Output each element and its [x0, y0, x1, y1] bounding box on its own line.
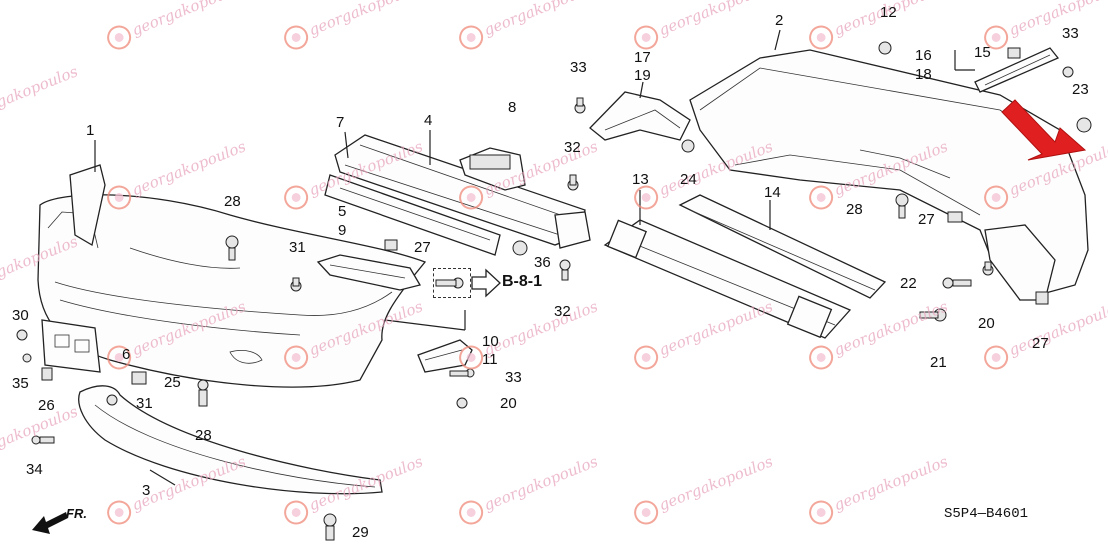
callout-31-lower: 31 [136, 395, 153, 412]
callout-18: 18 [915, 66, 932, 83]
callout-26: 26 [38, 397, 55, 414]
callout-27-front: 27 [414, 239, 431, 256]
callout-24: 24 [680, 171, 697, 188]
callout-2: 2 [775, 12, 784, 29]
reference-box [433, 268, 471, 298]
callout-16: 16 [915, 47, 932, 64]
callout-28-rear: 28 [846, 201, 863, 218]
license-bracket [41, 319, 101, 373]
callout-23: 23 [1072, 81, 1089, 98]
callout-19: 19 [634, 67, 651, 84]
callout-20-rear: 20 [978, 315, 995, 332]
callout-29: 29 [352, 524, 369, 541]
callout-33-center: 33 [570, 59, 587, 76]
callout-28-lower: 28 [195, 427, 212, 444]
callout-22: 22 [900, 275, 917, 292]
callout-13: 13 [632, 171, 649, 188]
callout-21: 21 [930, 354, 947, 371]
diagram-code: S5P4—B4601 [944, 506, 1029, 522]
callout-35: 35 [12, 375, 29, 392]
callout-15: 15 [974, 44, 991, 61]
callout-8: 8 [508, 99, 517, 116]
callout-17: 17 [634, 49, 651, 66]
rear-side-bracket [974, 47, 1060, 93]
side-spacer-10 [417, 339, 473, 373]
callout-30: 30 [12, 307, 29, 324]
callout-5: 5 [338, 203, 347, 220]
front-absorber-beam [324, 134, 591, 256]
callout-31-front: 31 [289, 239, 306, 256]
callout-34: 34 [26, 461, 43, 478]
callout-11: 11 [482, 351, 498, 368]
highlight-arrow [1001, 99, 1087, 161]
front-direction-arrow-icon [32, 512, 68, 534]
callout-27-rear: 27 [918, 211, 935, 228]
side-spacer-front [316, 254, 422, 291]
callout-12: 12 [880, 4, 897, 21]
bracket-8 [459, 147, 526, 191]
callout-9: 9 [338, 222, 347, 239]
callout-4: 4 [424, 112, 433, 129]
callout-1: 1 [86, 122, 95, 139]
fasteners [16, 41, 1092, 541]
callout-32-lower: 32 [554, 303, 571, 320]
callout-27-side: 27 [1032, 335, 1049, 352]
reference-arrow-icon [471, 268, 501, 298]
callout-33-lower: 33 [505, 369, 522, 386]
rear-bumper-cover [689, 49, 1089, 301]
callout-28-front: 28 [224, 193, 241, 210]
callout-6: 6 [122, 346, 131, 363]
reference-label: B-8-1 [502, 273, 543, 290]
callout-7: 7 [336, 114, 345, 131]
front-direction-label: FR. [66, 506, 87, 521]
callout-3: 3 [142, 482, 151, 499]
callout-33-right: 33 [1062, 25, 1079, 42]
callout-36: 36 [534, 254, 551, 271]
callout-14: 14 [764, 184, 781, 201]
rear-beam [603, 194, 887, 339]
front-bumper-cover [37, 164, 427, 388]
callout-10: 10 [482, 333, 499, 350]
callout-32-upper: 32 [564, 139, 581, 156]
rear-spacer [589, 91, 691, 141]
front-lower-spoiler [78, 385, 383, 495]
callout-20-front: 20 [500, 395, 517, 412]
callout-25: 25 [164, 374, 181, 391]
